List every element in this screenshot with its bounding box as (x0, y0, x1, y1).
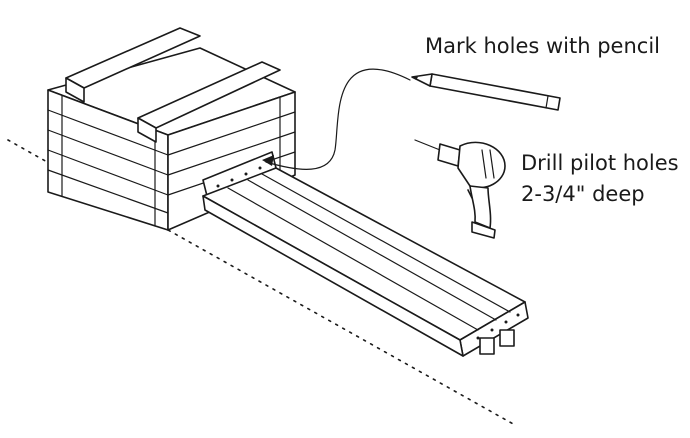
top-cleat-front-end (137, 117, 157, 143)
board-seam (47, 169, 169, 214)
pencil-body (429, 73, 561, 111)
board-foot (479, 337, 495, 355)
power-drill-icon (414, 139, 506, 239)
board-groove (227, 187, 479, 331)
leader-arrowhead (262, 155, 274, 166)
board-seam (47, 149, 169, 196)
drill-depth-label: 2-3/4" deep (521, 182, 645, 206)
board-foot (499, 329, 515, 347)
pencil-tip (411, 73, 433, 87)
drill-motor-housing (457, 141, 506, 189)
leader-line (265, 68, 411, 170)
board-groove (261, 173, 511, 313)
pencil-band (545, 95, 549, 109)
drill-chuck (437, 143, 461, 167)
board-seam (47, 109, 169, 156)
board-seam (47, 129, 169, 176)
board-seam (167, 111, 296, 156)
box-right-face (167, 91, 296, 231)
board-seam (167, 131, 296, 176)
drill-bit (414, 139, 441, 151)
drill-battery (471, 221, 496, 239)
board-groove (247, 179, 497, 321)
drill-vent (489, 149, 495, 179)
pencil-lead (412, 77, 418, 80)
long-board-assembly (202, 167, 529, 357)
board-side-face (202, 195, 464, 357)
top-cleat-back-end (65, 77, 85, 103)
stacked-box-assembly (47, 27, 296, 231)
drill-vent (481, 149, 487, 179)
pencil-icon (411, 73, 561, 111)
drill-trigger (467, 189, 473, 199)
pencil-instruction-label: Mark holes with pencil (425, 34, 660, 58)
drill-instruction-label: Drill pilot holes (521, 151, 679, 175)
